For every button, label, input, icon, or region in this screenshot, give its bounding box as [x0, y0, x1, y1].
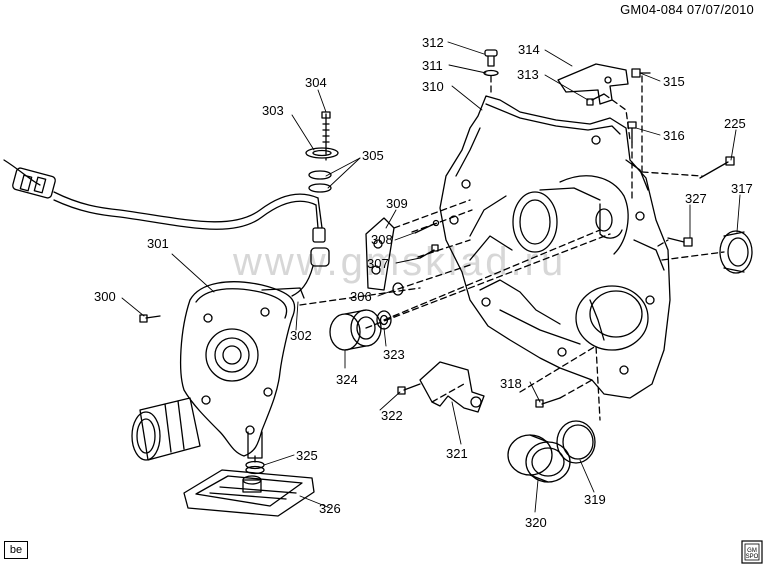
callout-313: 313	[517, 67, 539, 82]
callout-305: 305	[362, 148, 384, 163]
callout-309: 309	[386, 196, 408, 211]
bolt-322	[397, 383, 421, 395]
bolt-304	[321, 111, 331, 149]
bolt-300	[139, 314, 161, 323]
seal-325	[245, 460, 265, 475]
logo-text: GM SPO	[745, 548, 759, 560]
callout-302: 302	[290, 328, 312, 343]
pump-assembly	[179, 281, 305, 459]
bracket-321	[419, 361, 485, 413]
callout-324: 324	[336, 372, 358, 387]
callout-315: 315	[663, 74, 685, 89]
plate-309	[365, 217, 395, 291]
plug-312	[484, 49, 498, 67]
transmission-case	[439, 95, 671, 399]
callout-321: 321	[446, 446, 468, 461]
gm-spo-logo	[741, 540, 763, 564]
leader-lines	[121, 41, 741, 513]
bolt-313	[586, 93, 605, 106]
diagram-header: GM04-084 07/07/2010	[620, 2, 754, 17]
callout-310: 310	[422, 79, 444, 94]
callout-317: 317	[731, 181, 753, 196]
callout-314: 314	[518, 42, 540, 57]
bolt-327	[667, 237, 693, 247]
callout-320: 320	[525, 515, 547, 530]
bearing-324	[329, 309, 382, 351]
diagram-code: GM04-084	[620, 2, 684, 17]
callout-322: 322	[381, 408, 403, 423]
callout-labels: 312 314 311 313 315 304 310 303 316 225 …	[94, 35, 753, 530]
callout-303: 303	[262, 103, 284, 118]
callout-300: 300	[94, 289, 116, 304]
callout-319: 319	[584, 492, 606, 507]
callout-312: 312	[422, 35, 444, 50]
callout-323: 323	[383, 347, 405, 362]
seal-317	[719, 230, 753, 274]
ring-306	[392, 282, 404, 296]
wiring-harness	[3, 159, 330, 297]
filter-326	[183, 469, 315, 517]
callout-316: 316	[663, 128, 685, 143]
callout-327: 327	[685, 191, 707, 206]
callout-326: 326	[319, 501, 341, 516]
view-badge: be	[4, 541, 28, 559]
bolt-225	[699, 156, 735, 179]
callout-318: 318	[500, 376, 522, 391]
bolt-318	[535, 397, 561, 408]
callout-308: 308	[371, 232, 393, 247]
callout-306: 306	[350, 289, 372, 304]
callout-307: 307	[367, 256, 389, 271]
callout-304: 304	[305, 75, 327, 90]
callout-325: 325	[296, 448, 318, 463]
o-rings-305	[308, 170, 332, 193]
callout-225: 225	[724, 116, 746, 131]
alignment-lines	[254, 75, 725, 463]
ring-319	[556, 420, 596, 464]
ring-320	[507, 434, 571, 483]
bracket-314	[557, 63, 629, 105]
callout-301: 301	[147, 236, 169, 251]
diagram-date: 07/07/2010	[686, 2, 754, 17]
callout-311: 311	[422, 58, 443, 73]
seal-303	[305, 147, 339, 159]
solenoid-cylinder	[131, 397, 201, 461]
